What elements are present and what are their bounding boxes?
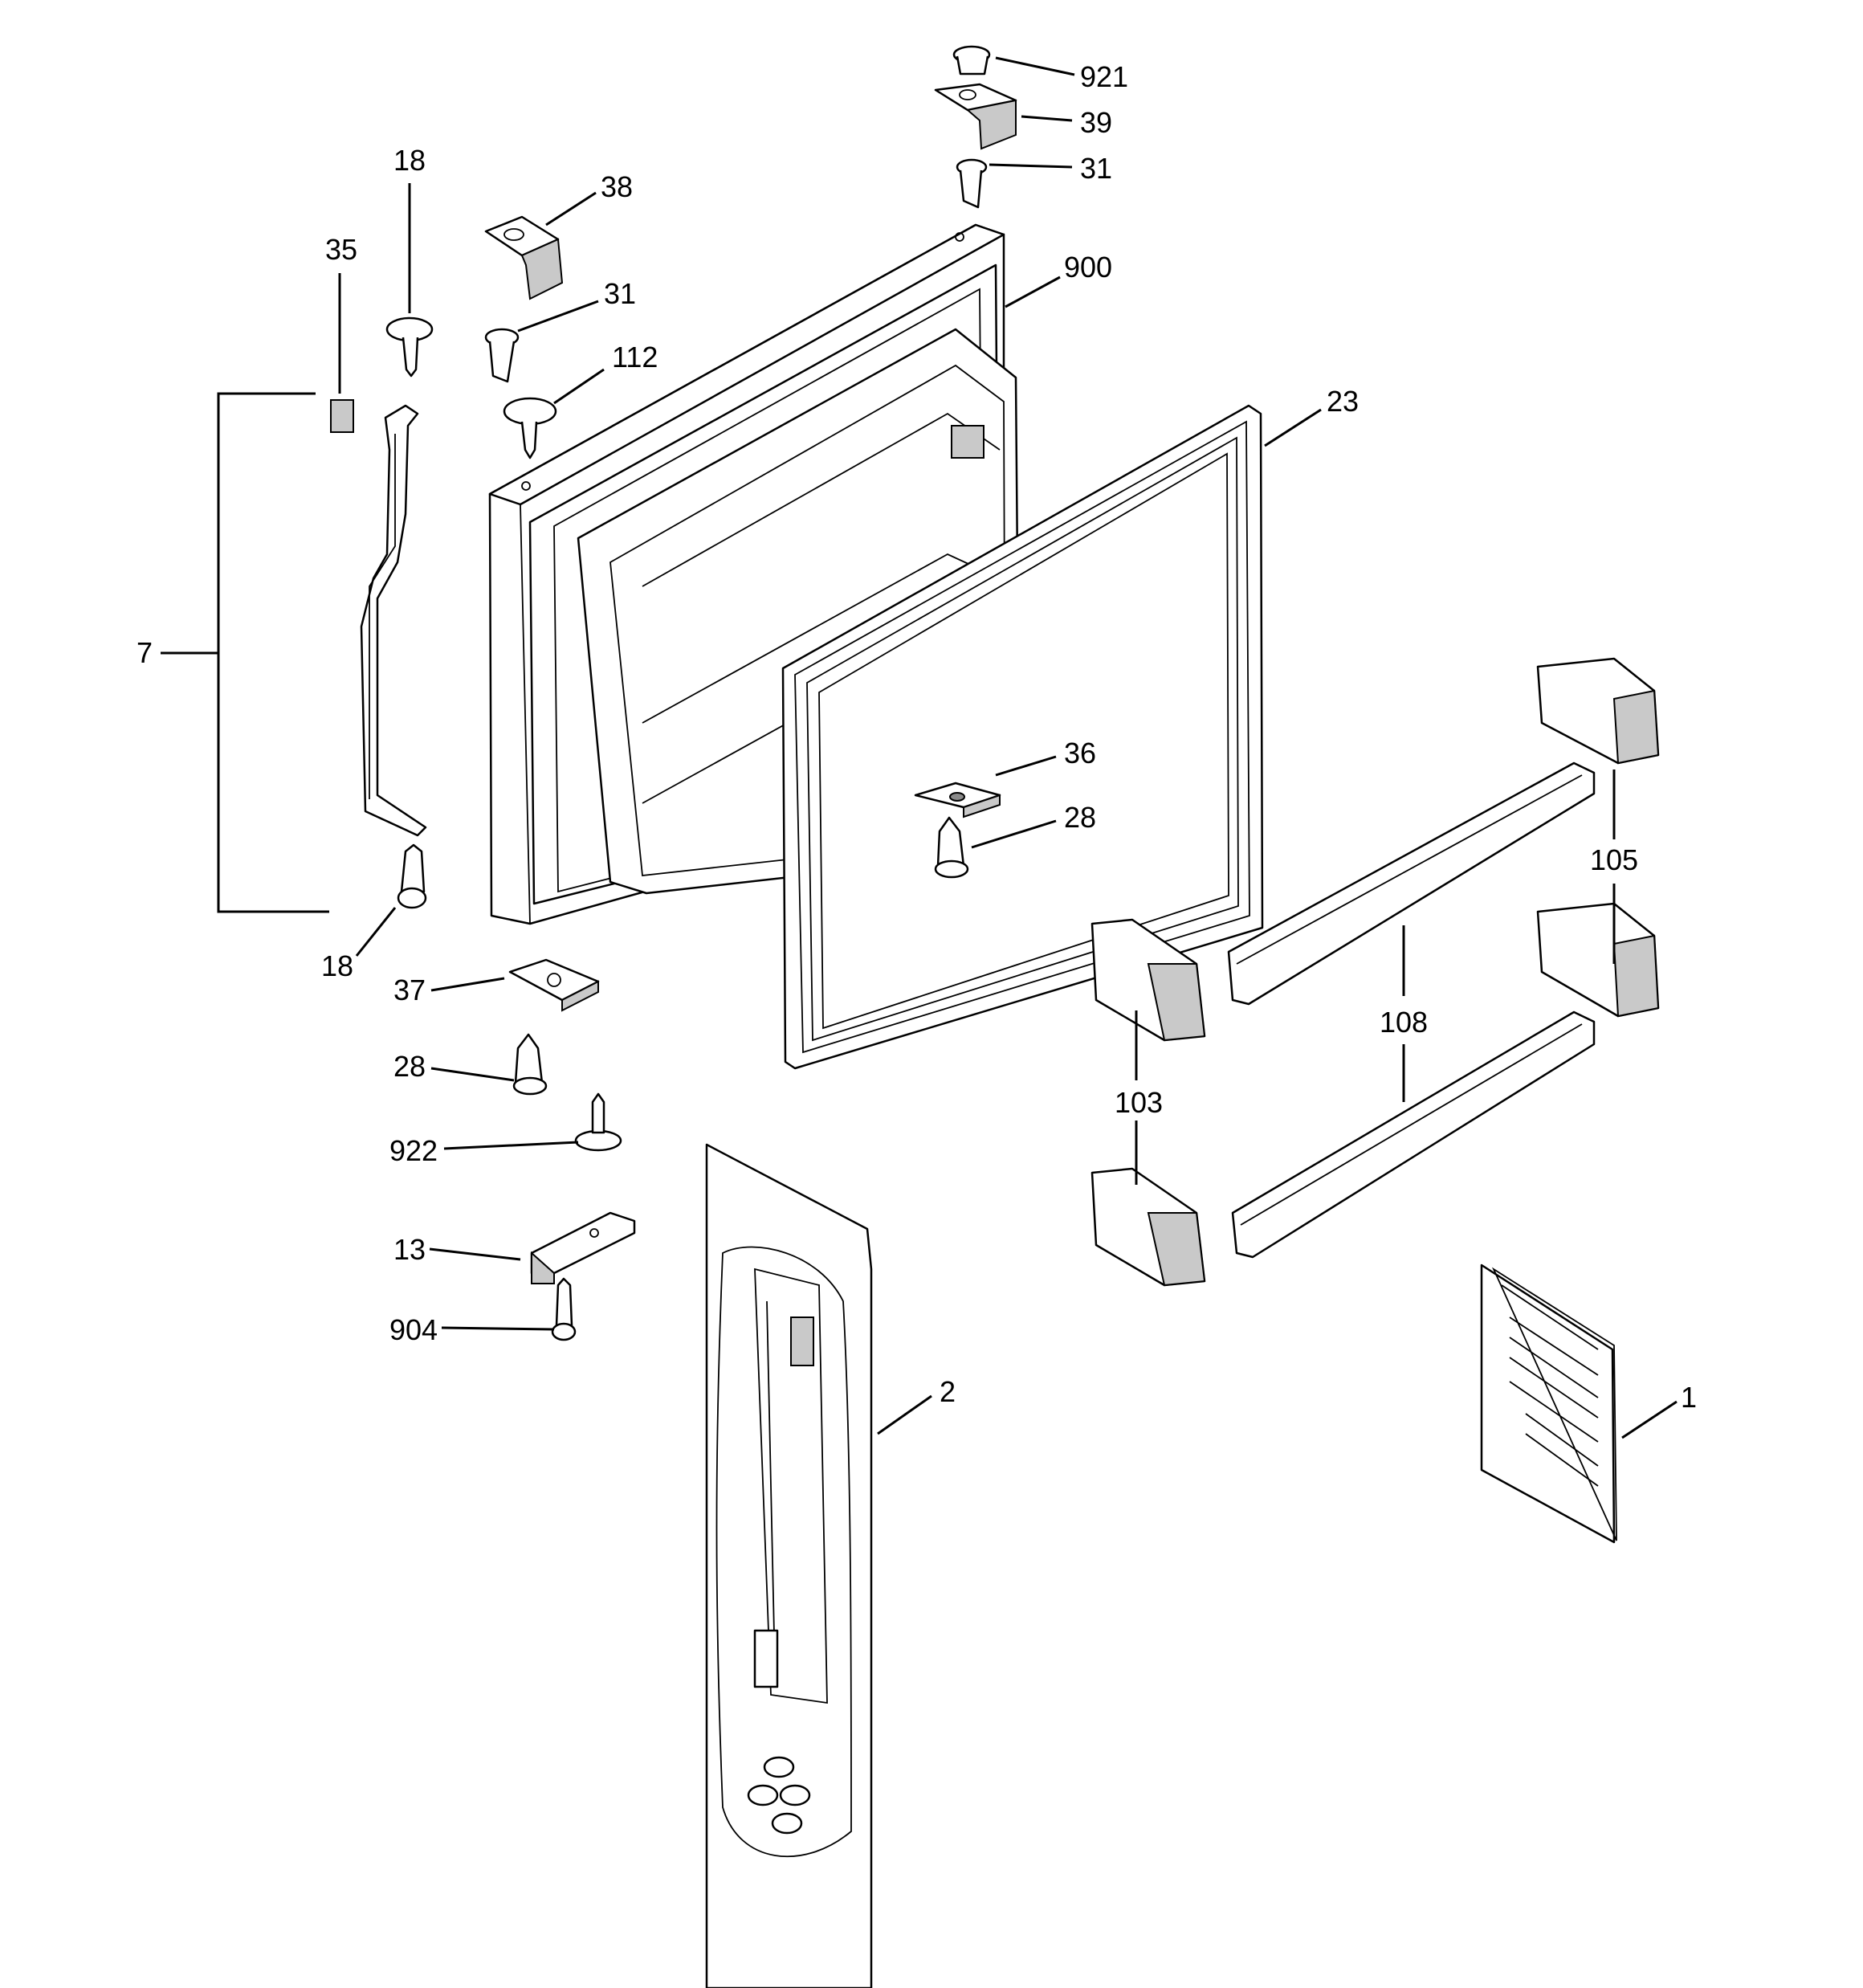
callout-36: 36: [1064, 737, 1096, 769]
callout-37: 37: [393, 974, 426, 1006]
bin-parts: [1090, 657, 1660, 1287]
callout-904: 904: [389, 1313, 438, 1346]
callout-2: 2: [940, 1375, 956, 1408]
callout-31-middle: 31: [604, 277, 636, 310]
callout-39: 39: [1080, 106, 1112, 139]
callout-900: 900: [1064, 251, 1112, 284]
callout-108: 108: [1380, 1006, 1428, 1039]
callout-1: 1: [1681, 1381, 1697, 1414]
leader-lines: [161, 56, 1678, 1439]
callout-18-top: 18: [393, 144, 426, 177]
door-handle: [330, 399, 427, 837]
callout-28-right: 28: [1064, 801, 1096, 834]
callout-31-top: 31: [1080, 152, 1112, 185]
callout-18-bottom: 18: [321, 949, 353, 982]
callout-105: 105: [1590, 843, 1638, 876]
callout-112: 112: [612, 341, 658, 374]
callout-921: 921: [1080, 60, 1128, 93]
callout-922: 922: [389, 1134, 438, 1167]
owner-manual: [1480, 1263, 1617, 1544]
door-gasket: [781, 404, 1264, 1070]
callout-13: 13: [393, 1233, 426, 1266]
callout-7: 7: [137, 636, 153, 669]
callout-103: 103: [1115, 1086, 1163, 1119]
callout-23: 23: [1327, 385, 1359, 418]
callout-labels: 921 39 31 18 38 35 900 31 112 23 7 36 28…: [137, 60, 1697, 1414]
hardware-parts: [385, 45, 1017, 1341]
hardware-bag: [705, 1143, 873, 1988]
callout-28-left: 28: [393, 1050, 426, 1083]
callout-35: 35: [325, 233, 357, 266]
callout-38: 38: [601, 170, 633, 203]
